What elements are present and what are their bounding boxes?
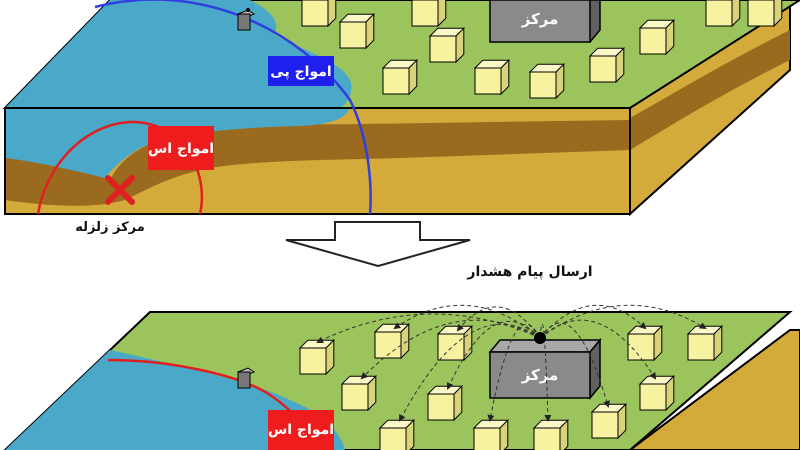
- house-icon: [588, 46, 626, 84]
- house-icon: [381, 58, 419, 96]
- warning-arrow: [487, 323, 541, 422]
- center-label-top: مرکز: [521, 10, 559, 28]
- house-icon: [338, 12, 376, 50]
- s-wave-label-top: امواج اس: [148, 141, 214, 157]
- house-icon: [428, 26, 466, 64]
- house-icon: [638, 374, 676, 412]
- s-wave-label-bottom: امواج اس: [268, 422, 334, 438]
- buildings-bottom: [298, 322, 724, 450]
- s-wave-label-box-top: [148, 126, 214, 170]
- epicenter-marker-icon: [105, 175, 135, 205]
- center-building-bottom: مرکز: [488, 337, 602, 401]
- house-icon: [298, 338, 336, 376]
- warning-arrow: [446, 320, 541, 390]
- house-icon: [528, 62, 566, 100]
- house-icon: [704, 0, 741, 28]
- warning-arrow: [316, 313, 541, 343]
- top-side-strata: [630, 30, 790, 150]
- house-icon: [373, 322, 411, 360]
- house-icon: [340, 374, 378, 412]
- warning-arrow: [539, 322, 610, 408]
- house-icon: [300, 0, 337, 28]
- transition-arrow-icon: [285, 221, 471, 268]
- house-icon: [532, 418, 570, 450]
- house-icon: [410, 0, 447, 28]
- center-label-bottom: مرکز: [521, 366, 559, 384]
- house-icon: [686, 324, 724, 362]
- s-wave-label-box-bottom: [268, 410, 334, 450]
- bottom-side-face: [628, 329, 800, 450]
- p-wave-label: امواج پی: [270, 64, 331, 80]
- s-wave-front: [36, 120, 204, 215]
- bottom-block: مرکز امواج اس: [3, 304, 800, 450]
- house-icon: [626, 324, 664, 362]
- warning-arrow: [456, 306, 541, 339]
- house-icon: [638, 18, 676, 56]
- top-block: مرکز امواج پی امواج اس: [2, 0, 800, 217]
- warning-arrows: [316, 304, 707, 422]
- seismometer-icon-bottom: [236, 367, 256, 389]
- house-icon: [473, 58, 511, 96]
- center-building-top: مرکز: [489, 0, 601, 43]
- house-icon: [378, 418, 416, 450]
- house-icon: [472, 418, 510, 450]
- buildings-top: [300, 0, 783, 100]
- house-icon: [590, 402, 628, 440]
- epicenter-label: مرکز زلزله: [75, 220, 145, 235]
- house-icon: [436, 324, 474, 362]
- bottom-surface-sea: [5, 350, 345, 450]
- top-front-sea: [5, 108, 350, 178]
- warning-arrow: [360, 319, 541, 380]
- warning-label: ارسال پیام هشدار: [466, 264, 592, 280]
- warning-transmitter-icon: [534, 332, 546, 344]
- warning-arrow: [539, 319, 657, 380]
- warning-arrow: [539, 304, 647, 339]
- house-icon: [746, 0, 783, 28]
- p-wave-label-box: [268, 56, 334, 86]
- seismometer-icon: [236, 8, 256, 31]
- house-icon: [426, 384, 464, 422]
